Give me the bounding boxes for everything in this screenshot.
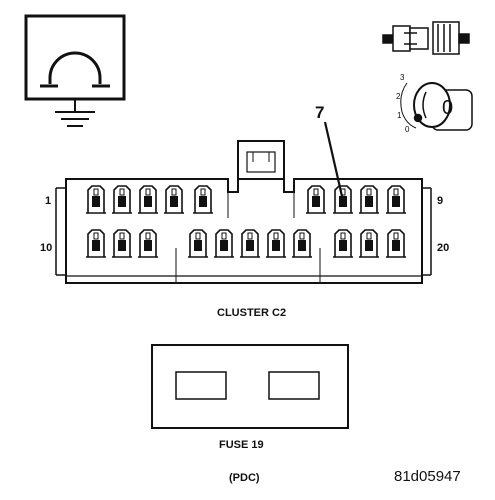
switch-position-0: 0 bbox=[405, 125, 410, 134]
key-position-label: 0 bbox=[442, 97, 453, 119]
pin-cavity bbox=[333, 229, 353, 258]
pin-cavity bbox=[138, 229, 158, 258]
pin-cavity bbox=[359, 229, 379, 258]
connector-caption: CLUSTER C2 bbox=[217, 307, 287, 319]
probe-leader-line bbox=[323, 121, 346, 206]
pin-cavity bbox=[266, 229, 286, 258]
pin-cavity bbox=[359, 185, 379, 214]
switch-position-2: 2 bbox=[396, 92, 401, 101]
fuse-caption: FUSE 19 bbox=[219, 439, 264, 451]
pin-cavity bbox=[240, 229, 260, 258]
pin-cavity bbox=[112, 229, 132, 258]
figure-id: 81d05947 bbox=[394, 468, 461, 485]
pin-label-1: 1 bbox=[45, 195, 52, 207]
pin-cavity bbox=[86, 229, 106, 258]
fuse-location: (PDC) bbox=[229, 472, 260, 484]
ignition-key-icon bbox=[400, 82, 473, 131]
connector-pins bbox=[86, 185, 406, 258]
pin-cavity bbox=[112, 185, 132, 214]
cluster-c2-connector bbox=[55, 140, 432, 284]
pin-cavity bbox=[138, 185, 158, 214]
pin-label-10: 10 bbox=[40, 242, 53, 254]
pin-cavity bbox=[386, 229, 406, 258]
pin-cavity bbox=[193, 185, 213, 214]
ohmmeter-symbol bbox=[24, 14, 126, 127]
probed-pin-label: 7 bbox=[315, 103, 325, 122]
pin-cavity bbox=[214, 229, 234, 258]
pin-cavity bbox=[188, 229, 208, 258]
fuse-19 bbox=[151, 344, 349, 429]
switch-position-1: 1 bbox=[397, 111, 402, 120]
switch-position-3: 3 bbox=[400, 73, 405, 82]
pin-label-20: 20 bbox=[437, 242, 450, 254]
pin-label-9: 9 bbox=[437, 195, 444, 207]
pin-cavity bbox=[386, 185, 406, 214]
pin-cavity bbox=[306, 185, 326, 214]
pin-cavity bbox=[164, 185, 184, 214]
pin-cavity bbox=[86, 185, 106, 214]
disconnect-connector-icon bbox=[382, 21, 470, 55]
pin-cavity bbox=[292, 229, 312, 258]
